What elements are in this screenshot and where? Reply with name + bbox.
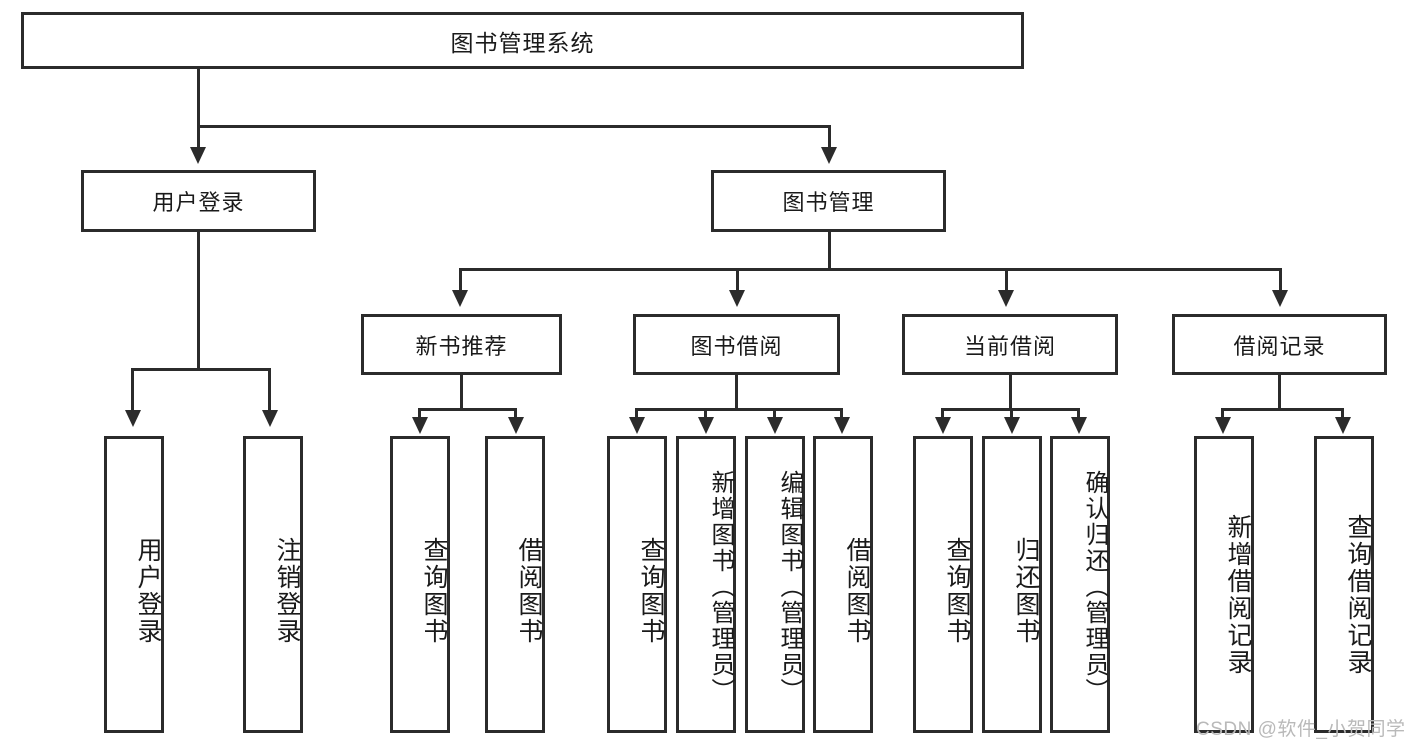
leaf-current-borrow-1-label: 归还图书 [1012, 536, 1040, 645]
connector-bookmanage-drop-0 [459, 268, 462, 290]
arrow-to-leaf-borrow-record-1 [1335, 417, 1351, 434]
node-book-borrow-label: 图书借阅 [690, 333, 783, 359]
leaf-new-book-0-label: 查询图书 [420, 536, 448, 645]
connector-bookmanage-drop-1 [736, 268, 739, 290]
connector-bookborrow-drop-2 [773, 408, 776, 418]
connector-root-to-l2-0 [197, 125, 200, 147]
leaf-new-book-0: 查询图书 [390, 436, 450, 733]
connector-newbook-stem [460, 375, 463, 410]
arrow-to-leaf-book-borrow-0 [629, 417, 645, 434]
arrow-to-leaf-current-borrow-2 [1071, 417, 1087, 434]
connector-newbook-bar [418, 408, 517, 411]
arrow-to-book-manage [821, 147, 837, 164]
connector-root-bar [197, 125, 831, 128]
leaf-book-borrow-2: 编辑图书（管理员） [745, 436, 805, 733]
leaf-book-borrow-3-label: 借阅图书 [843, 536, 871, 645]
connector-borrowrecord-drop-0 [1221, 408, 1224, 418]
leaf-book-borrow-1: 新增图书（管理员） [676, 436, 736, 733]
node-new-book: 新书推荐 [361, 314, 562, 375]
connector-currentborrow-drop-0 [941, 408, 944, 418]
leaf-book-borrow-0-label: 查询图书 [637, 536, 665, 645]
leaf-user-login-1-label: 注销登录 [273, 536, 301, 645]
node-book-manage-label: 图书管理 [782, 190, 875, 215]
node-root-label: 图书管理系统 [450, 29, 595, 56]
leaf-borrow-record-1-label: 查询借阅记录 [1344, 513, 1372, 676]
node-current-borrow-label: 当前借阅 [963, 333, 1056, 359]
connector-borrowrecord-stem [1278, 375, 1281, 410]
connector-userlogin-drop-1 [268, 368, 271, 410]
node-book-borrow: 图书借阅 [633, 314, 840, 375]
arrow-to-leaf-book-borrow-1 [698, 417, 714, 434]
connector-currentborrow-drop-2 [1077, 408, 1080, 418]
node-book-manage: 图书管理 [711, 170, 946, 232]
connector-bookmanage-drop-2 [1005, 268, 1008, 290]
connector-root-to-l2-1 [828, 125, 831, 147]
watermark-text: CSDN @软件_小贺同学 [1196, 719, 1405, 740]
leaf-new-book-1-label: 借阅图书 [515, 536, 543, 645]
connector-bookborrow-drop-3 [840, 408, 843, 418]
leaf-user-login-1: 注销登录 [243, 436, 303, 733]
connector-bookborrow-drop-0 [635, 408, 638, 418]
connector-newbook-drop-0 [418, 408, 421, 418]
arrow-to-current-borrow [998, 290, 1014, 307]
arrow-to-leaf-borrow-record-0 [1215, 417, 1231, 434]
leaf-book-borrow-2-label: 编辑图书（管理员） [776, 469, 803, 704]
leaf-user-login-0: 用户登录 [104, 436, 164, 733]
arrow-to-leaf-new-book-1 [508, 417, 524, 434]
arrow-to-user-login [190, 147, 206, 164]
connector-bookborrow-drop-1 [704, 408, 707, 418]
connector-currentborrow-drop-1 [1010, 408, 1013, 418]
arrow-to-leaf-current-borrow-1 [1004, 417, 1020, 434]
arrow-to-book-borrow [729, 290, 745, 307]
node-new-book-label: 新书推荐 [415, 333, 508, 359]
arrow-to-leaf-book-borrow-3 [834, 417, 850, 434]
connector-userlogin-stem [197, 232, 200, 370]
arrow-to-leaf-current-borrow-0 [935, 417, 951, 434]
node-borrow-record-label: 借阅记录 [1233, 333, 1326, 359]
watermark: CSDN @软件_小贺同学 [1196, 714, 1405, 741]
connector-bookborrow-stem [735, 375, 738, 410]
leaf-borrow-record-0: 新增借阅记录 [1194, 436, 1254, 733]
arrow-to-leaf-book-borrow-2 [767, 417, 783, 434]
node-user-login: 用户登录 [81, 170, 316, 232]
leaf-new-book-1: 借阅图书 [485, 436, 545, 733]
leaf-borrow-record-1: 查询借阅记录 [1314, 436, 1374, 733]
leaf-current-borrow-0-label: 查询图书 [943, 536, 971, 645]
connector-borrowrecord-drop-1 [1341, 408, 1344, 418]
leaf-borrow-record-0-label: 新增借阅记录 [1224, 513, 1252, 676]
leaf-user-login-0-label: 用户登录 [134, 536, 162, 645]
connector-userlogin-drop-0 [131, 368, 134, 410]
node-root: 图书管理系统 [21, 12, 1024, 69]
node-user-login-label: 用户登录 [152, 190, 245, 215]
node-current-borrow: 当前借阅 [902, 314, 1118, 375]
arrow-to-leaf-new-book-0 [412, 417, 428, 434]
leaf-current-borrow-2: 确认归还（管理员） [1050, 436, 1110, 733]
arrow-to-borrow-record [1272, 290, 1288, 307]
connector-bookborrow-bar [635, 408, 843, 411]
leaf-current-borrow-0: 查询图书 [913, 436, 973, 733]
leaf-book-borrow-0: 查询图书 [607, 436, 667, 733]
connector-bookmanage-stem [828, 232, 831, 271]
arrow-to-new-book [452, 290, 468, 307]
connector-bookmanage-bar [459, 268, 1282, 271]
connector-currentborrow-stem [1009, 375, 1012, 410]
connector-root-stem [197, 69, 200, 142]
connector-userlogin-bar [131, 368, 270, 371]
leaf-current-borrow-1: 归还图书 [982, 436, 1042, 733]
connector-bookmanage-drop-3 [1279, 268, 1282, 290]
leaf-book-borrow-1-label: 新增图书（管理员） [707, 469, 734, 704]
connector-newbook-drop-1 [514, 408, 517, 418]
node-borrow-record: 借阅记录 [1172, 314, 1387, 375]
connector-borrowrecord-bar [1221, 408, 1344, 411]
leaf-book-borrow-3: 借阅图书 [813, 436, 873, 733]
leaf-current-borrow-2-label: 确认归还（管理员） [1081, 469, 1108, 704]
arrow-to-leaf-user-login-0 [125, 410, 141, 427]
arrow-to-leaf-user-login-1 [262, 410, 278, 427]
